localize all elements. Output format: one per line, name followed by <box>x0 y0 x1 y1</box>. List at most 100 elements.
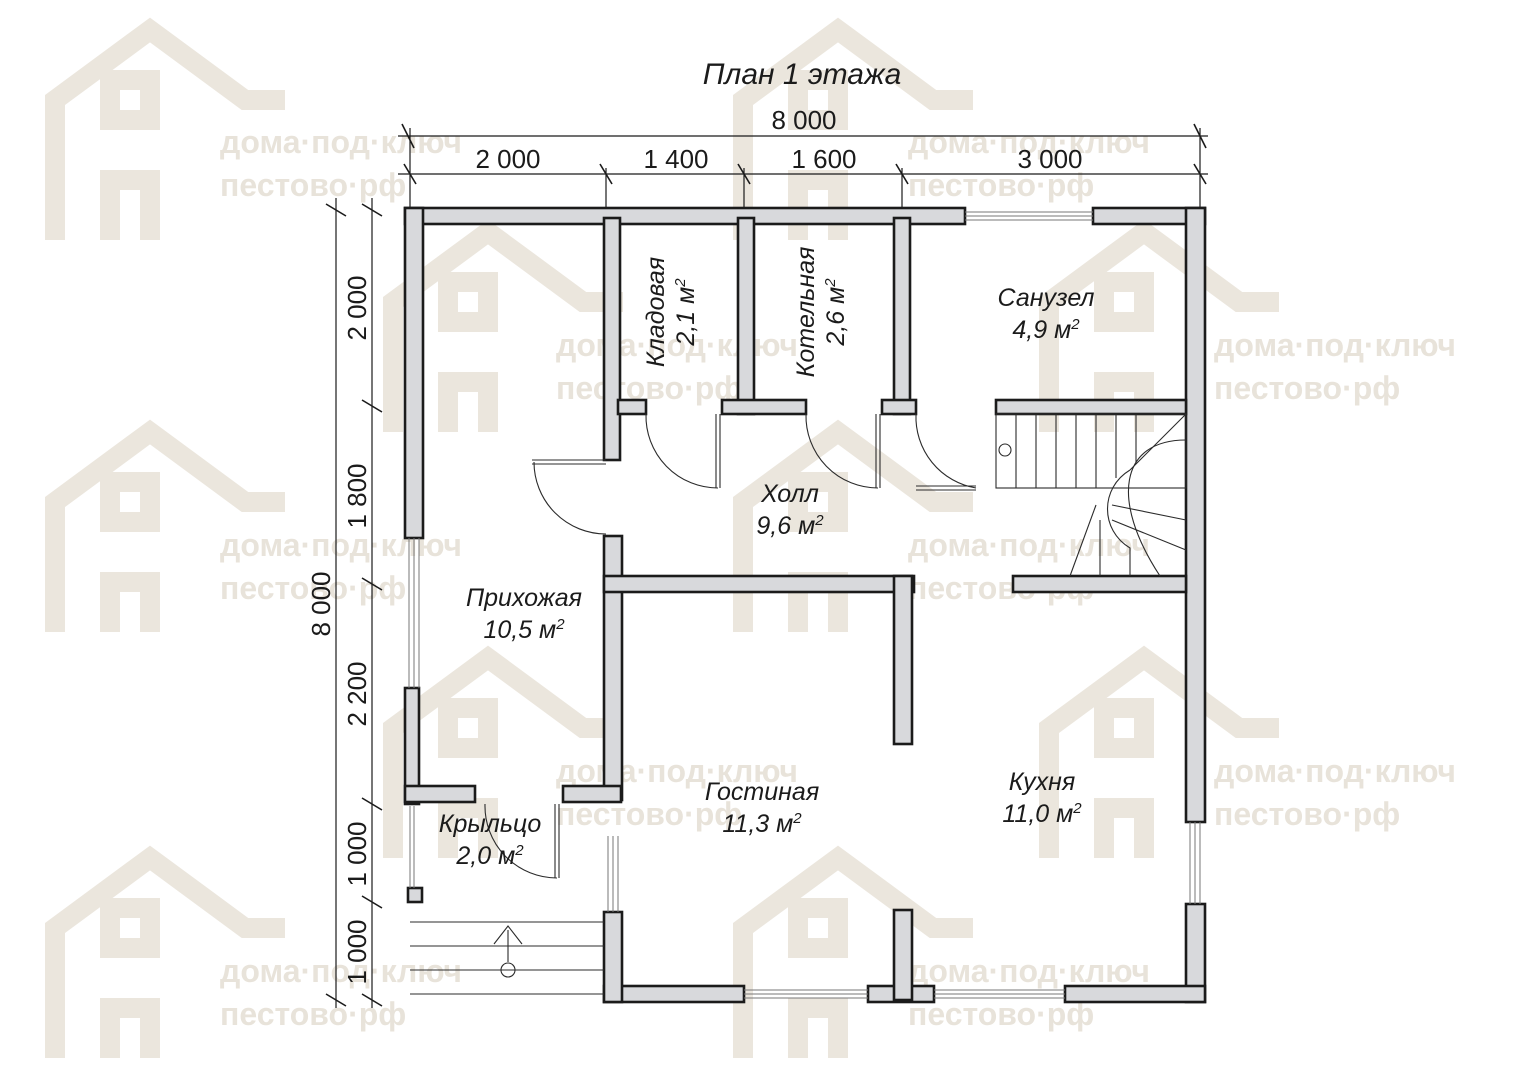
window-kitchen-bottom <box>934 989 1065 999</box>
watermark-text: дома·под·ключ <box>908 953 1150 989</box>
wall-hall-bottom <box>602 574 916 594</box>
room-area: 9,6 м <box>756 512 815 540</box>
wall-porch-stub <box>403 784 477 804</box>
watermark-house-icon <box>383 219 623 432</box>
wall-bath-door-stub <box>880 398 918 416</box>
wall-bottom-left <box>602 984 746 1004</box>
dim-top-seg-3: 1 600 <box>791 144 856 174</box>
room-sanuzel-name: Санузел <box>997 284 1094 312</box>
watermark-house-icon <box>383 645 623 858</box>
wall-pantry-door-stub <box>616 398 648 416</box>
watermark-text: дома·под·ключ <box>220 124 462 160</box>
wall-stair-bottom <box>1011 574 1188 594</box>
door-porch <box>484 803 560 879</box>
room-name: Котельная <box>792 247 820 378</box>
dim-left-total: 8 000 <box>306 571 336 636</box>
room-kladovaya: Кладовая 2,1 м2 <box>642 257 700 367</box>
room-area: 10,5 м <box>483 616 556 644</box>
window-kitchen-right <box>1189 822 1201 904</box>
watermark-text: пестово·рф <box>1214 796 1400 832</box>
room-kotelnaya: Котельная 2,6 м2 <box>792 247 850 378</box>
room-gostinaya-area-text: 11,3 м2 <box>722 810 802 838</box>
watermark-text: дома·под·ключ <box>908 124 1150 160</box>
room-holl-name: Холл <box>760 480 819 508</box>
dim-top-seg-1: 2 000 <box>475 144 540 174</box>
wall-left-upper <box>403 206 425 540</box>
wall-left-porch <box>403 686 421 806</box>
room-area: 11,3 м <box>722 810 793 838</box>
room-sanuzel-area-text: 4,9 м2 <box>1012 316 1080 344</box>
room-name: Кладовая <box>642 257 670 367</box>
watermark-text: пестово·рф <box>908 167 1094 203</box>
area-superscript: 2 <box>814 512 824 529</box>
watermark-text: дома·под·ключ <box>556 327 798 363</box>
area-superscript: 2 <box>792 810 802 827</box>
wall-bottom-right <box>1063 984 1207 1004</box>
dim-top-total: 8 000 <box>771 105 836 135</box>
room-krylco-area-text: 2,0 м2 <box>455 842 524 870</box>
watermark-text: дома·под·ключ <box>556 753 798 789</box>
dim-left-seg-2: 1 800 <box>342 463 372 528</box>
watermark-text: дома·под·ключ <box>1214 753 1456 789</box>
area-superscript: 2 <box>1070 316 1080 333</box>
room-kuhnya-name: Кухня <box>1009 768 1076 796</box>
dim-top-seg-4: 3 000 <box>1017 144 1082 174</box>
wall-living-left-lower <box>602 910 624 1004</box>
dim-left-seg-1: 2 000 <box>342 275 372 340</box>
room-kuhnya-area-text: 11,0 м2 <box>1002 800 1082 828</box>
watermark-text: пестово·рф <box>556 370 742 406</box>
wall-pantry-boiler <box>736 216 756 416</box>
watermark-house-icon <box>45 17 285 240</box>
room-labels: Кладовая 2,1 м2 Котельная 2,6 м2 Санузел… <box>439 247 1095 870</box>
watermark-text: пестово·рф <box>220 996 406 1032</box>
room-area: 2,6 м <box>822 287 850 347</box>
door-boiler <box>805 413 881 489</box>
door-entrance <box>532 459 607 535</box>
wall-boiler-door-stub <box>720 398 808 416</box>
porch-post <box>406 886 424 904</box>
watermark-text: пестово·рф <box>908 996 1094 1032</box>
dim-left-seg-4: 1 000 <box>342 821 372 886</box>
watermark-text: пестово·рф <box>220 570 406 606</box>
door-pantry <box>645 413 721 489</box>
window-bath <box>965 211 1093 221</box>
watermark-house-icon <box>45 419 285 632</box>
wall-pantry-left <box>602 216 622 462</box>
watermarks: дома·под·ключ пестово·рф дома·под·ключ п… <box>45 17 1456 1058</box>
wall-top-left <box>403 206 967 226</box>
room-area: 2,1 м <box>672 287 700 347</box>
dim-left-seg-5: 1 000 <box>342 919 372 984</box>
wall-porch-inner-stub <box>561 784 623 804</box>
area-superscript: 2 <box>1072 800 1082 817</box>
wall-living-kitchen-upper <box>892 574 914 746</box>
area-superscript: 2 <box>822 278 839 288</box>
area-superscript: 2 <box>514 842 524 859</box>
doors <box>484 413 977 879</box>
room-holl-area-text: 9,6 м2 <box>756 512 824 540</box>
watermark-house-icon <box>733 845 973 1058</box>
watermark-text: пестово·рф <box>220 167 406 203</box>
room-area: 4,9 м <box>1012 316 1071 344</box>
room-prihozhaya-area-text: 10,5 м2 <box>483 616 565 644</box>
wall-right-upper <box>1184 206 1207 824</box>
watermark-text: дома·под·ключ <box>1214 327 1456 363</box>
room-area-text: 2,1 м2 <box>672 278 700 347</box>
plan-title: План 1 этажа <box>703 58 902 91</box>
window-hall-left <box>408 538 420 688</box>
room-area: 2,0 м <box>455 842 515 870</box>
room-area-text: 2,6 м2 <box>822 278 850 347</box>
area-superscript: 2 <box>555 616 565 633</box>
left-dimensions: 8 000 2 000 1 800 2 200 1 000 1 000 <box>306 198 383 1008</box>
room-area: 11,0 м <box>1002 800 1073 828</box>
door-bath <box>915 413 977 491</box>
watermark-text: дома·под·ключ <box>220 527 462 563</box>
wall-boiler-bath <box>892 216 912 416</box>
staircase <box>995 413 1187 577</box>
room-krylco-name: Крыльцо <box>439 810 542 838</box>
window-living-left <box>607 836 619 912</box>
watermark-house-icon <box>1039 645 1279 858</box>
windows <box>408 211 1201 999</box>
watermark-house-icon <box>45 845 285 1058</box>
room-gostinaya-name: Гостиная <box>705 778 819 806</box>
